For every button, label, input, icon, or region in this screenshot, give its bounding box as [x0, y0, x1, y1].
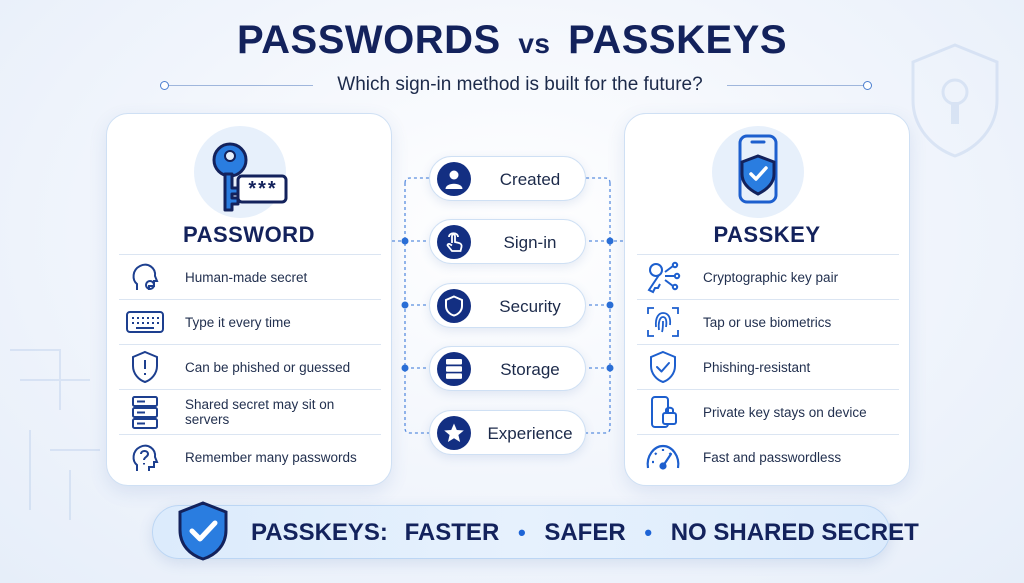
speedometer-icon: [637, 437, 689, 477]
shield-check-icon: [178, 501, 228, 561]
star-icon: [437, 416, 471, 450]
list-item: Type it every time: [119, 299, 381, 344]
phone-lock-icon: [637, 392, 689, 432]
category-sign-in: Sign-in: [429, 219, 586, 264]
list-item: Phishing-resistant: [637, 344, 899, 389]
banner-text: PASSKEYS: FASTER • SAFER • NO SHARED SEC…: [251, 519, 919, 546]
head-question-icon: [119, 437, 171, 477]
database-icon: [437, 352, 471, 386]
category-created: Created: [429, 156, 586, 201]
title-passkeys: PASSKEYS: [568, 18, 788, 62]
category-storage: Storage: [429, 346, 586, 391]
page-subtitle: Which sign-in method is built for the fu…: [337, 74, 703, 95]
subtitle-row: Which sign-in method is built for the fu…: [160, 74, 880, 98]
page-title: PASSWORDS vs PASSKEYS: [0, 18, 1024, 63]
password-mask-text: ***: [248, 178, 278, 200]
title-passwords: PASSWORDS: [236, 18, 501, 62]
password-card: *** PASSWORD Human-made secret Type it e…: [106, 113, 392, 486]
background-circuit-decoration: [10, 349, 100, 520]
key-password-icon: [212, 142, 288, 212]
title-vs: vs: [518, 28, 551, 59]
list-item: Shared secret may sit on servers: [119, 389, 381, 434]
key-network-icon: [637, 257, 689, 297]
list-item: Tap or use biometrics: [637, 299, 899, 344]
server-icon: [119, 392, 171, 432]
shield-check-icon: [637, 347, 689, 387]
head-gear-icon: [119, 257, 171, 297]
list-item: Private key stays on device: [637, 389, 899, 434]
passkey-card: PASSKEY Cryptographic key pair Tap or us: [624, 113, 910, 486]
list-item: Fast and passwordless: [637, 434, 899, 479]
shield-icon: [437, 289, 471, 323]
user-icon: [437, 162, 471, 196]
passkey-feature-list: Cryptographic key pair Tap or use biomet…: [637, 254, 899, 479]
list-item: Human-made secret: [119, 254, 381, 299]
list-item: Can be phished or guessed: [119, 344, 381, 389]
passkey-card-title: PASSKEY: [713, 222, 821, 247]
password-card-title: PASSWORD: [183, 222, 315, 247]
summary-banner: PASSKEYS: FASTER • SAFER • NO SHARED SEC…: [152, 501, 919, 561]
shield-alert-icon: [119, 347, 171, 387]
password-feature-list: Human-made secret Type it every time Can…: [119, 254, 381, 479]
fingerprint-icon: [637, 302, 689, 342]
list-item: Remember many passwords: [119, 434, 381, 479]
background-shield-icon: [911, 43, 999, 158]
keyboard-icon: [119, 302, 171, 342]
list-item: Cryptographic key pair: [637, 254, 899, 299]
tap-icon: [437, 225, 471, 259]
password-hero: ***: [194, 126, 288, 218]
category-experience: Experience: [429, 410, 586, 455]
category-security: Security: [429, 283, 586, 328]
phone-shield-icon: [738, 134, 778, 204]
passkey-hero: [712, 126, 804, 218]
